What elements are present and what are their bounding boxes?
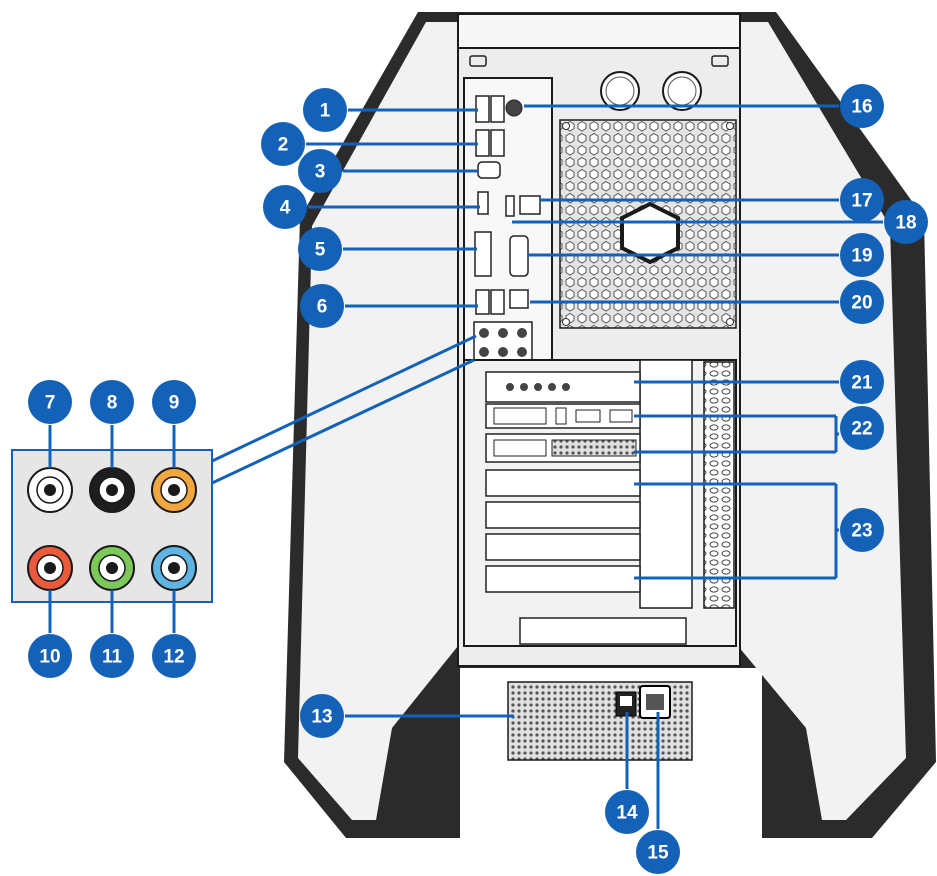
callout-6: 6 bbox=[300, 284, 344, 328]
exhaust-fan-grille bbox=[559, 119, 737, 329]
callout-22: 22 bbox=[840, 406, 884, 450]
callout-16-number: 16 bbox=[851, 97, 872, 118]
callout-11: 11 bbox=[90, 634, 134, 678]
callout-9: 9 bbox=[152, 380, 196, 424]
callout-10: 10 bbox=[28, 634, 72, 678]
callout-2: 2 bbox=[261, 122, 305, 166]
callout-19: 19 bbox=[840, 233, 884, 277]
callout-13-number: 13 bbox=[311, 707, 332, 728]
callout-5: 5 bbox=[298, 227, 342, 271]
callout-15-number: 15 bbox=[647, 843, 669, 864]
callout-14: 14 bbox=[605, 790, 649, 834]
callout-23: 23 bbox=[840, 508, 884, 552]
callout-15: 15 bbox=[636, 830, 680, 874]
callout-1-number: 1 bbox=[320, 101, 331, 122]
callout-9-number: 9 bbox=[169, 393, 180, 414]
callout-13: 13 bbox=[300, 694, 344, 738]
callout-8: 8 bbox=[90, 380, 134, 424]
callout-12: 12 bbox=[152, 634, 196, 678]
callout-23-number: 23 bbox=[851, 521, 872, 542]
callout-16: 16 bbox=[840, 84, 884, 128]
callout-20: 20 bbox=[840, 280, 884, 324]
callout-8-number: 8 bbox=[107, 393, 118, 414]
callout-19-number: 19 bbox=[851, 246, 872, 267]
audio-jack-2 bbox=[89, 467, 135, 513]
power-supply-area bbox=[507, 681, 693, 761]
audio-jack-5 bbox=[89, 545, 135, 591]
callout-3: 3 bbox=[298, 149, 342, 193]
audio-jack-1 bbox=[27, 467, 73, 513]
callout-7: 7 bbox=[28, 380, 72, 424]
callout-4-number: 4 bbox=[280, 198, 291, 219]
expansion-slot-area bbox=[463, 359, 737, 647]
callout-21: 21 bbox=[840, 360, 884, 404]
callout-22-number: 22 bbox=[851, 419, 872, 440]
callout-18: 18 bbox=[884, 200, 928, 244]
callout-4: 4 bbox=[263, 185, 307, 229]
audio-jack-6 bbox=[151, 545, 197, 591]
callout-5-number: 5 bbox=[315, 240, 326, 261]
audio-jack-4 bbox=[27, 545, 73, 591]
callout-1: 1 bbox=[303, 88, 347, 132]
callout-3-number: 3 bbox=[315, 162, 326, 183]
callout-2-number: 2 bbox=[278, 135, 289, 156]
callout-6-number: 6 bbox=[317, 297, 328, 318]
callout-20-number: 20 bbox=[851, 293, 872, 314]
callout-10-number: 10 bbox=[39, 647, 60, 668]
callout-21-number: 21 bbox=[851, 373, 873, 394]
callout-12-number: 12 bbox=[163, 647, 184, 668]
callout-11-number: 11 bbox=[102, 647, 123, 668]
callout-18-number: 18 bbox=[895, 213, 916, 234]
audio-jack-3 bbox=[151, 467, 197, 513]
callout-7-number: 7 bbox=[45, 393, 56, 414]
callout-14-number: 14 bbox=[616, 803, 638, 824]
callout-17: 17 bbox=[840, 178, 884, 222]
callout-17-number: 17 bbox=[851, 191, 872, 212]
